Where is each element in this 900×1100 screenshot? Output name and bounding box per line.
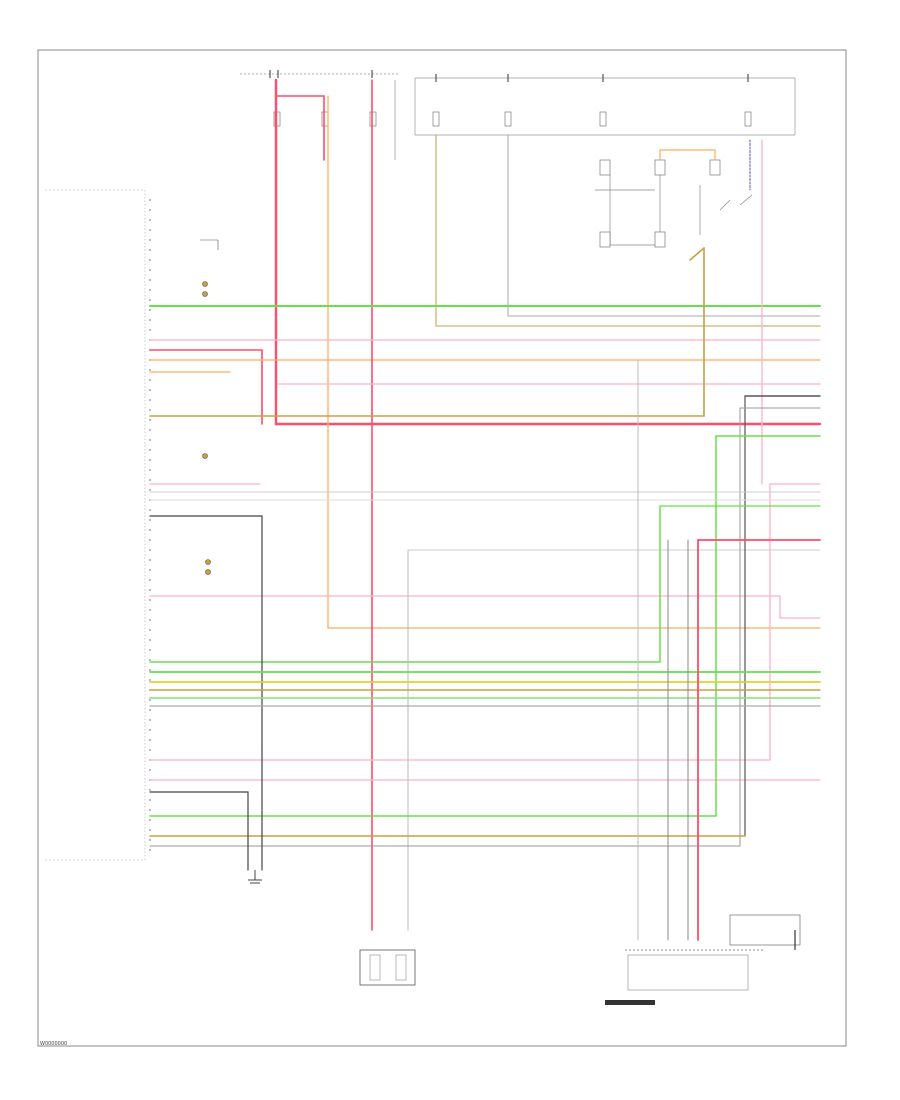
module-pin [149,599,151,601]
module-pin [149,629,151,631]
module-pin [149,589,151,591]
module-pin [149,639,151,641]
module-pin [149,829,151,831]
relay-connector-1 [599,159,611,176]
ground-symbol [248,870,262,884]
module-pin [149,219,151,221]
relay-connector-3 [709,159,721,176]
module-pin [149,239,151,241]
wire-red-main [274,78,822,426]
battery-sensor-terminal-2 [395,954,407,981]
module-pin [149,659,151,661]
module-pin [149,749,151,751]
module-pin [149,769,151,771]
module-pin [149,579,151,581]
module-pin [149,449,151,451]
fuse-block-area [240,73,796,160]
module-pin [149,649,151,651]
wire-gray-right-846 [149,407,821,847]
module-pin [149,199,151,201]
module-pin [149,559,151,561]
module-pin [149,699,151,701]
wire-gray-fuse-3 [507,134,821,317]
module-pin [149,439,151,441]
battery-sensor-terminal-1 [369,954,381,981]
module-pin [149,719,151,721]
module-pin [149,309,151,311]
module-pin [149,399,151,401]
module-pin [149,319,151,321]
left-module-outline [45,189,146,861]
module-pin [149,459,151,461]
top-connector-ticks [269,70,749,82]
module-pin [149,669,151,671]
relay-area [595,160,753,246]
diagram-border [37,49,847,1047]
module-pin [149,509,151,511]
module-pin [149,469,151,471]
module-pin [149,249,151,251]
module-pin [149,729,151,731]
relay-connector-2 [654,159,666,176]
module-pin [149,259,151,261]
fuel-sender-label-bar [605,1000,655,1005]
module-pin [149,789,151,791]
switch-symbols [200,239,219,575]
module-pin [149,429,151,431]
module-pin [149,519,151,521]
module-pin [149,679,151,681]
module-pin [149,739,151,741]
module-pin [149,819,151,821]
module-pin-dots [149,199,151,851]
fuse-symbols [273,111,752,127]
wire-green-row-662 [149,505,661,663]
module-pin [149,539,151,541]
module-pin [149,799,151,801]
module-pin [149,229,151,231]
wire-red-left-jog [149,349,263,425]
module-pin [149,389,151,391]
wire-pink-row-596 [149,595,821,619]
module-pin [149,299,151,301]
wire-black-row-792 [149,791,249,871]
relay-connector-5 [654,231,666,248]
module-pin [149,849,151,851]
wire-black-module [149,515,263,871]
module-pin [149,329,151,331]
module-pin [149,479,151,481]
relay-connector-4 [599,231,611,248]
wire-red-top-jog [275,95,325,161]
wire-green-row-816 [149,435,821,817]
module-pin [149,279,151,281]
module-pin [149,549,151,551]
module-pin [149,269,151,271]
right-ground-connector [729,914,801,946]
wire-orange-fuse [327,95,821,629]
module-pin [149,809,151,811]
module-pin [149,379,151,381]
module-pin [149,569,151,571]
fuel-sender-box [627,954,749,991]
figure-code: W0000000 [40,1041,67,1047]
module-pin [149,209,151,211]
wire-tan-relay-link [689,247,705,261]
module-pin [149,419,151,421]
module-pin [149,619,151,621]
module-pin [149,609,151,611]
wire-tan-brake [149,247,705,417]
wire-tan-fuse-2 [435,134,821,327]
wire-harness [149,78,822,941]
module-pin [149,409,151,411]
wire-pink-row-760 [149,483,821,761]
module-pin [149,369,151,371]
module-pin [149,709,151,711]
module-pin [149,529,151,531]
module-pin [149,839,151,841]
module-pin [149,489,151,491]
wire-orange-relay-link [659,149,716,161]
battery-sensor-box [359,949,416,986]
module-pin [149,289,151,291]
